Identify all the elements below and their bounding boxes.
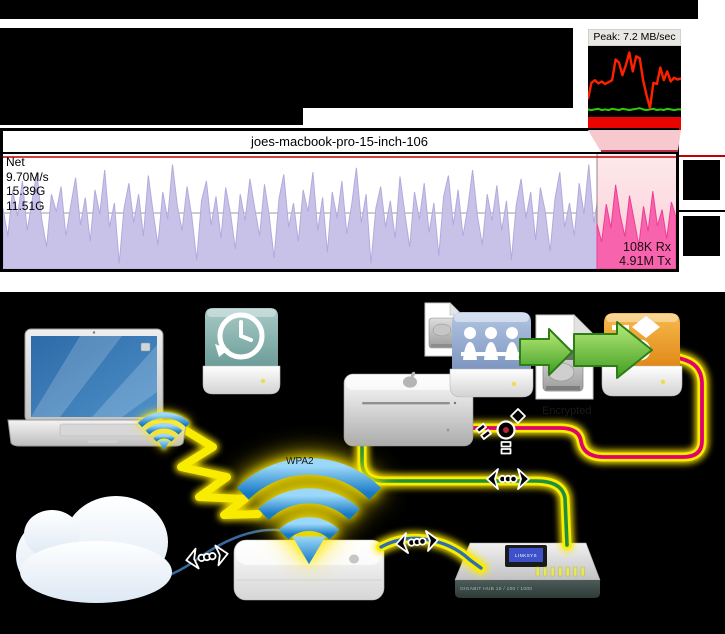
linksys-gigabit-switch: LINKSYS GIGABIT HUB 10 / 100 / 1000: [454, 542, 601, 598]
hostname-title: joes-macbook-pro-15-inch-106: [3, 131, 676, 152]
wifi-security-label: WPA2: [286, 456, 314, 467]
stat-label-net: Net: [6, 155, 25, 169]
selection-stats: 108K Rx 4.91M Tx: [619, 240, 671, 268]
selection-activity-area: [596, 184, 676, 269]
stat-label-tx-total: 11.51G: [6, 198, 45, 213]
people-sharing-icon: [461, 327, 521, 360]
net-stat-labels: Net 9.70M/s 15.39G 11.51G: [6, 155, 49, 213]
switch-port-leds: [535, 566, 585, 577]
latch-slot: [88, 440, 118, 443]
wifi-signal-icon: [137, 412, 191, 451]
camera-dot: [92, 331, 96, 334]
peak-saturation-bar: [588, 117, 681, 130]
redacted-region-top: [0, 0, 698, 19]
firewire-connector-icon: [475, 408, 526, 455]
time-machine-drive-icon: [202, 308, 281, 395]
wifi-signal-icon: [236, 458, 382, 565]
selection-connector-edge: [601, 150, 678, 152]
redacted-region-main: [0, 28, 573, 108]
peak-mini-graph: [586, 46, 682, 117]
mac-mini-icon: [343, 371, 474, 447]
peak-throughput-label: Peak: 7.2 MB/sec: [588, 29, 681, 46]
redacted-scale-label-2: [683, 216, 720, 256]
network-graph-area[interactable]: Net 9.70M/s 15.39G 11.51G 108K Rx 4.91M …: [3, 154, 676, 269]
copy-arrow-icon: [519, 328, 573, 376]
drive-led: [511, 381, 517, 387]
encrypted-label: Encrypted: [542, 405, 592, 417]
apple-logo-icon: [403, 376, 417, 388]
selection-rx-value: 108K Rx: [623, 240, 671, 254]
shared-network-drive-icon: [449, 312, 534, 398]
switch-brand-label: LINKSYS: [515, 553, 537, 558]
ethernet-connector-icon: [486, 468, 530, 490]
ethernet-connector-icon: [185, 544, 229, 570]
wifi-coil-link: [169, 418, 264, 521]
redacted-region-tab: [0, 108, 303, 125]
peak-throughput-series: [586, 51, 682, 110]
peak-threshold-tick: [679, 155, 725, 157]
peak-baseline-series: [587, 107, 681, 112]
wallpaper-swirls: [31, 336, 157, 417]
desktop-drive-icon: [140, 342, 151, 352]
network-diagram: LINKSYS GIGABIT HUB 10 / 100 / 1000: [0, 292, 725, 634]
copy-arrow-icon: [573, 321, 653, 379]
net-activity-area: [3, 164, 676, 269]
time-machine-clock-icon: [217, 312, 265, 360]
drive-led: [260, 378, 266, 384]
stat-label-rx-total: 15.39G: [6, 184, 46, 198]
linksys-badge: [509, 548, 543, 562]
ethernet-connector-icon: [395, 530, 439, 554]
internet-cloud-icon: [16, 496, 172, 603]
gray-threshold-tick: [679, 210, 725, 212]
redacted-scale-label-1: [683, 160, 720, 200]
firewire-cable-macmini-drive: [467, 348, 709, 464]
selection-connector-shape: [588, 130, 681, 152]
apple-logo-icon: [349, 554, 359, 564]
ethernet-cable-macmini-switch: [355, 433, 574, 552]
drive-led: [660, 379, 666, 385]
optical-slot: [362, 402, 450, 405]
title-separator: [3, 152, 676, 154]
switch-model-label: GIGABIT HUB 10 / 100 / 1000: [460, 586, 532, 592]
selection-tx-value: 4.91M Tx: [619, 253, 671, 268]
network-monitor-panel: joes-macbook-pro-15-inch-106 Net 9.70M/s: [0, 128, 679, 272]
stat-label-rate: 9.70M/s: [6, 169, 49, 184]
